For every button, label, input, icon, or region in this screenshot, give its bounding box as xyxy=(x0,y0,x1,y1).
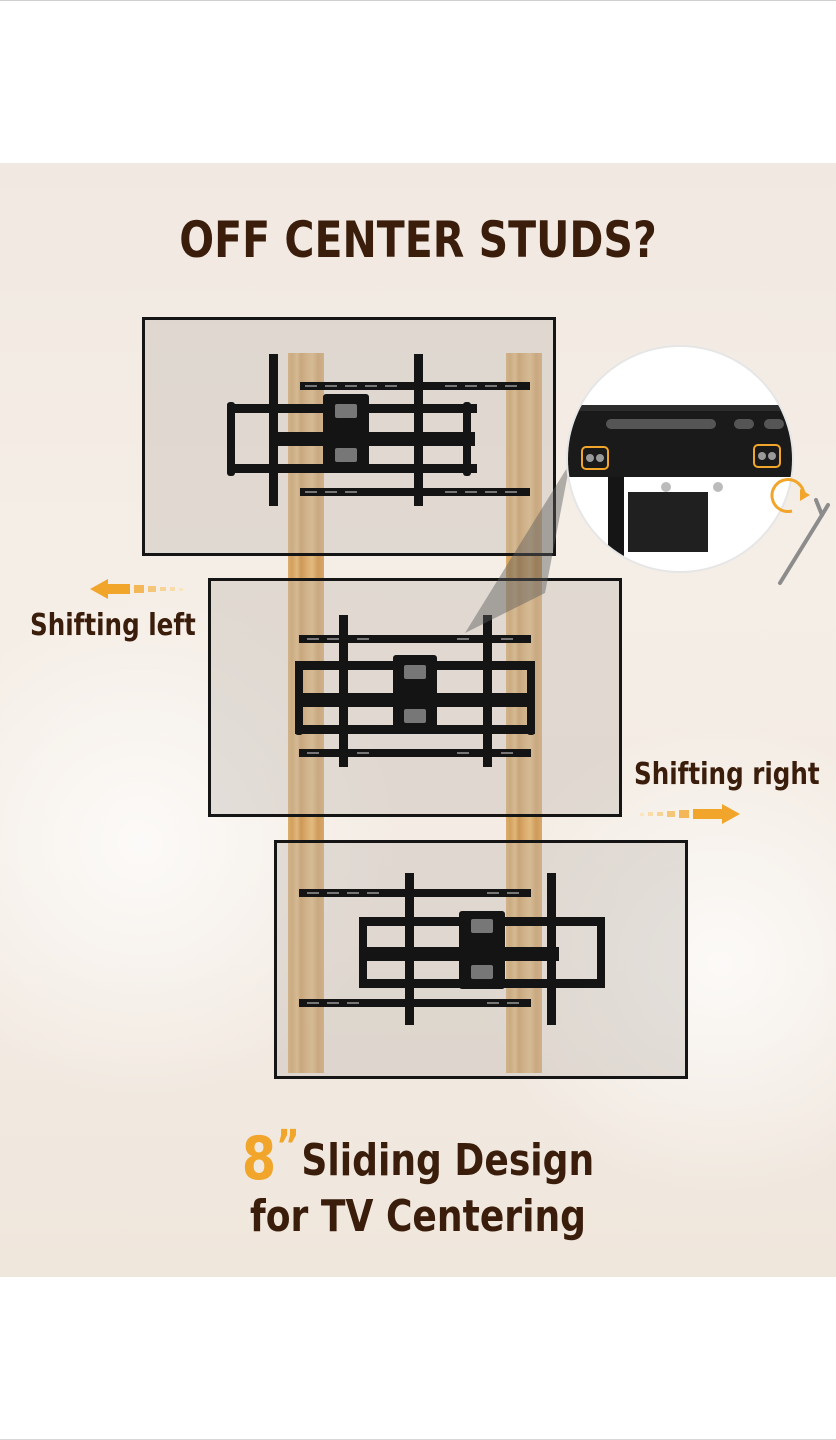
hex-key-icon xyxy=(770,478,830,585)
tv-frame-top xyxy=(142,317,556,556)
tagline-sliding-design: Sliding Design xyxy=(301,1135,595,1186)
slide-size-number: 8 xyxy=(241,1124,277,1194)
product-poster: OFF CENTER STUDS? xyxy=(0,163,836,1277)
bracket-detail-illustration xyxy=(568,405,792,571)
top-divider xyxy=(0,0,836,1)
wall-mount-illustration xyxy=(295,615,535,767)
callout-pointer xyxy=(465,463,570,633)
detail-zoom-callout xyxy=(566,345,794,573)
arrow-left-icon xyxy=(90,579,183,599)
tv-frame-middle xyxy=(208,578,622,817)
shifting-right-label: Shifting right xyxy=(634,757,820,792)
shifting-left-label: Shifting left xyxy=(30,608,196,643)
tagline-line1: 8”Sliding Design xyxy=(75,1121,761,1194)
tagline-line2: for TV Centering xyxy=(250,1191,586,1242)
wall-mount-illustration xyxy=(227,354,530,506)
slide-size-unit: ” xyxy=(276,1121,300,1172)
arrow-right-icon xyxy=(640,804,740,824)
headline: OFF CENTER STUDS? xyxy=(179,211,657,269)
wall-mount-illustration xyxy=(299,873,605,1025)
tv-frame-bottom xyxy=(274,840,688,1079)
